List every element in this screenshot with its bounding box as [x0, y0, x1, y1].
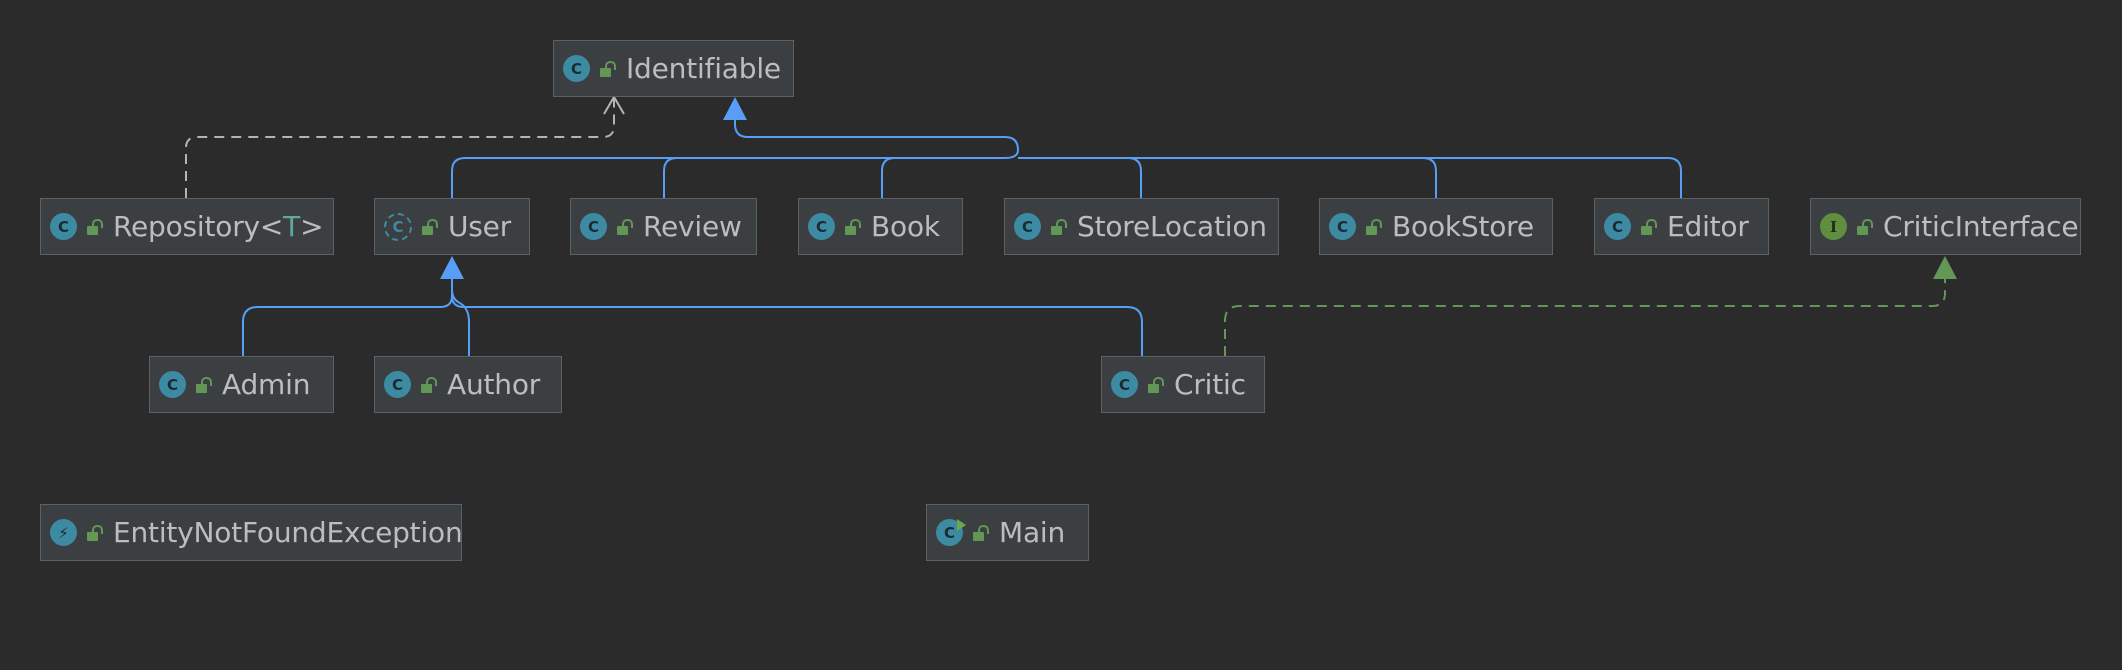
- class-node-admin[interactable]: C Admin: [149, 356, 334, 413]
- node-label-name: Repository<: [113, 210, 284, 243]
- class-icon: C: [1329, 213, 1356, 240]
- class-node-author[interactable]: C Author: [374, 356, 562, 413]
- lock-icon: [85, 524, 103, 541]
- node-label: Main: [999, 516, 1066, 549]
- edge-user-identifiable: [451, 118, 1020, 198]
- lock-icon: [971, 524, 989, 541]
- class-node-main[interactable]: C Main: [926, 504, 1089, 561]
- class-node-bookstore[interactable]: C BookStore: [1319, 198, 1553, 255]
- class-icon: C: [50, 213, 77, 240]
- abstract-class-icon: C: [384, 212, 412, 241]
- node-label: CriticInterface: [1883, 210, 2079, 243]
- edge-storelocation-identifiable: [1018, 157, 1142, 198]
- lock-icon: [615, 218, 633, 235]
- class-node-review[interactable]: C Review: [570, 198, 757, 255]
- class-node-editor[interactable]: C Editor: [1594, 198, 1769, 255]
- lock-icon: [194, 376, 212, 393]
- lock-icon: [1639, 218, 1657, 235]
- edge-author-user: [451, 289, 470, 356]
- lock-icon: [1049, 218, 1067, 235]
- node-label: StoreLocation: [1077, 210, 1267, 243]
- runnable-class-icon: C: [936, 519, 966, 546]
- extends-arrowhead-icon: [723, 97, 747, 120]
- node-label-end: >: [300, 210, 324, 243]
- lock-icon: [1364, 218, 1382, 235]
- node-label: Admin: [222, 368, 311, 401]
- node-label: Identifiable: [626, 52, 781, 85]
- class-icon: C: [384, 371, 411, 398]
- implements-arrowhead-icon: [1933, 256, 1957, 279]
- extends-arrowhead-icon: [440, 256, 464, 279]
- node-label: BookStore: [1392, 210, 1534, 243]
- type-parameter: T: [283, 210, 301, 243]
- class-node-book[interactable]: C Book: [798, 198, 963, 255]
- edge-admin-user: [242, 278, 453, 356]
- node-label: Book: [871, 210, 940, 243]
- lock-icon: [420, 218, 438, 235]
- extends-edges-identifiable: [451, 118, 1682, 198]
- node-label: Author: [447, 368, 541, 401]
- lock-icon: [419, 376, 437, 393]
- node-label: Editor: [1667, 210, 1749, 243]
- node-label: Review: [643, 210, 742, 243]
- exception-lightning-icon: ⚡: [50, 519, 77, 546]
- interface-icon: I: [1820, 213, 1847, 240]
- edge-editor-identifiable: [1423, 157, 1682, 198]
- class-icon: C: [1111, 371, 1138, 398]
- open-arrow-icon: [603, 95, 625, 115]
- lock-icon: [1146, 376, 1164, 393]
- class-icon: C: [808, 213, 835, 240]
- edge-review-identifiable: [663, 157, 678, 198]
- edge-critic-user: [451, 295, 1143, 356]
- edge-repository-identifiable: [185, 97, 615, 198]
- node-label: EntityNotFoundException: [113, 516, 462, 549]
- extends-edges-user: [242, 278, 1143, 356]
- interface-node-criticinterface[interactable]: I CriticInterface: [1810, 198, 2081, 255]
- class-node-repository[interactable]: C Repository<T>: [40, 198, 334, 255]
- class-icon: C: [580, 213, 607, 240]
- node-label: User: [448, 210, 512, 243]
- class-node-user[interactable]: C User: [374, 198, 530, 255]
- class-node-identifiable[interactable]: C Identifiable: [553, 40, 794, 97]
- lock-icon: [843, 218, 861, 235]
- class-node-storelocation[interactable]: C StoreLocation: [1004, 198, 1279, 255]
- class-node-critic[interactable]: C Critic: [1101, 356, 1265, 413]
- edge-book-identifiable: [881, 157, 896, 198]
- node-label: Critic: [1174, 368, 1246, 401]
- lock-icon: [85, 218, 103, 235]
- edge-bookstore-identifiable: [1018, 157, 1437, 198]
- class-node-entitynotfoundexception[interactable]: ⚡ EntityNotFoundException: [40, 504, 462, 561]
- lock-icon: [1855, 218, 1873, 235]
- class-icon: C: [159, 371, 186, 398]
- edge-critic-criticinterface: [1224, 278, 1946, 356]
- class-icon: C: [1014, 213, 1041, 240]
- class-icon: C: [563, 55, 590, 82]
- class-icon: C: [1604, 213, 1631, 240]
- node-label: Repository<T>: [113, 210, 324, 243]
- lock-icon: [598, 60, 616, 77]
